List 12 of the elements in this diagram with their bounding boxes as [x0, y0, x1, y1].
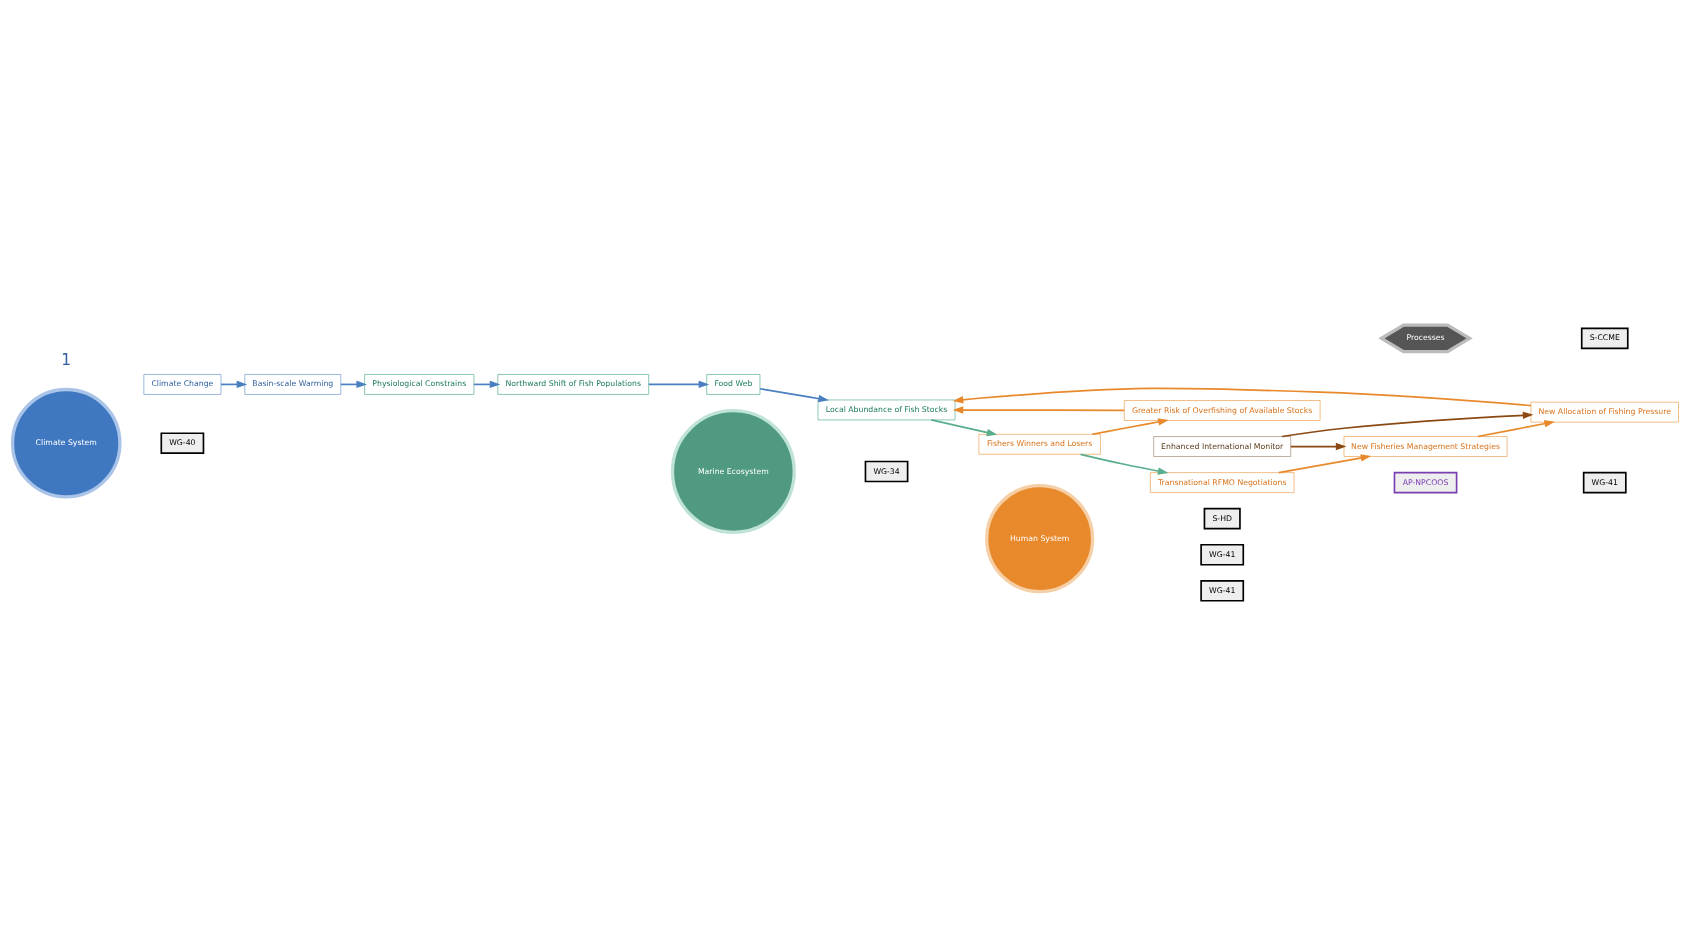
arrow — [929, 418, 997, 436]
arrow — [1277, 453, 1371, 473]
arrow — [952, 387, 1532, 406]
arrow — [647, 380, 709, 388]
arrow — [1090, 417, 1169, 435]
arrow — [1280, 411, 1533, 437]
arrow — [1476, 419, 1555, 437]
arrow — [952, 405, 1125, 414]
arrow — [758, 387, 829, 402]
arrow — [1289, 442, 1346, 450]
arrow — [1079, 453, 1168, 475]
label: 1 — [60, 350, 71, 369]
